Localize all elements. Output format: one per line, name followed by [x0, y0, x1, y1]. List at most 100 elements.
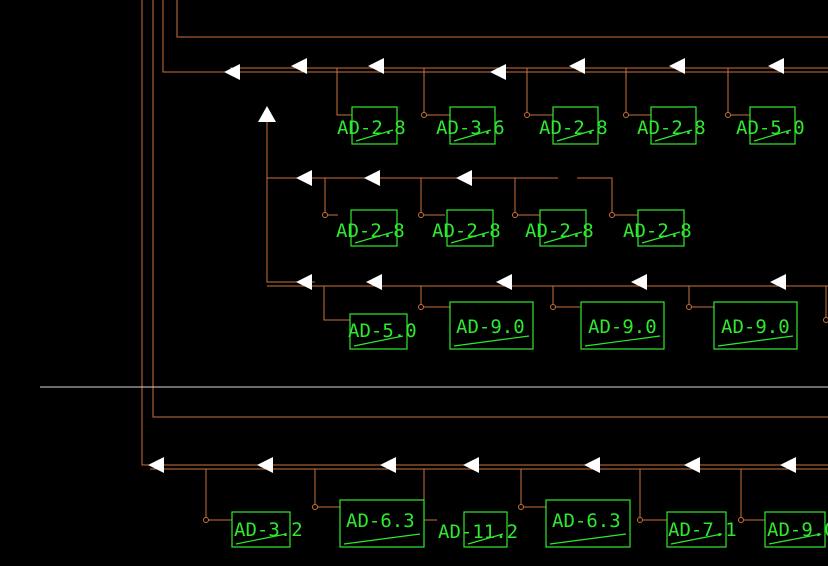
pipe-node: [623, 112, 629, 118]
unit-row-3: AD-5.0 AD-9.0 AD-9.0 AD-9.0: [348, 301, 798, 350]
flow-arrow-icon: [669, 58, 685, 74]
flow-arrow-icon: [780, 457, 796, 473]
unit-label: AD-2.8: [637, 117, 706, 139]
branch-row-2-main-b: [577, 177, 613, 215]
branch-row-1: [224, 58, 828, 118]
flow-arrow-icon: [380, 457, 396, 473]
drop-4-3: [423, 469, 437, 521]
unit-label: AD-2.8: [337, 117, 406, 139]
unit-label: AD-6.3: [552, 510, 621, 532]
drop-4-1: [205, 469, 232, 521]
pipe-node: [418, 212, 424, 218]
flow-arrow-icon: [368, 58, 384, 74]
pipe-node: [686, 304, 692, 310]
unit-label: AD-2.8: [336, 220, 405, 242]
branch-row-2: [267, 170, 638, 218]
unit-label: AD-3.2: [234, 519, 303, 541]
unit-label: AD-11.2: [438, 521, 518, 543]
riser: [258, 106, 315, 283]
indoor-unit[interactable]: AD-2.8: [637, 106, 706, 145]
pipe-node: [518, 504, 524, 510]
unit-label: AD-5.0: [348, 320, 417, 342]
unit-row-2: AD-2.8 AD-2.8 AD-2.8 AD-2.8: [336, 209, 692, 247]
drop-2-2: [420, 178, 445, 216]
drop-1-4: [625, 68, 651, 116]
flow-arrow-icon: [584, 457, 600, 473]
flow-arrow-icon: [770, 274, 786, 290]
drop-1-3: [526, 68, 553, 116]
pipe-node: [550, 304, 556, 310]
indoor-unit[interactable]: AD-9.0: [713, 301, 798, 350]
drop-2-1: [324, 178, 338, 216]
indoor-unit[interactable]: AD-3.6: [436, 106, 505, 145]
unit-label: AD-7.1: [668, 519, 737, 541]
drop-3-3: [552, 286, 580, 308]
pipe-node: [823, 317, 828, 323]
drop-4-2: [314, 469, 340, 508]
drop-3-2: [420, 286, 450, 308]
indoor-unit[interactable]: AD-2.8: [337, 106, 406, 145]
flow-arrow-icon: [456, 170, 472, 186]
trunk-line-outer-3: [152, 0, 828, 418]
pipe-node: [203, 517, 209, 523]
trunk-line-outer-2: [162, 0, 828, 73]
pipe-node: [524, 112, 530, 118]
indoor-unit[interactable]: AD-6.3: [339, 499, 425, 548]
drop-4-5: [639, 469, 667, 521]
unit-label: AD-6.3: [346, 510, 415, 532]
pipe-node: [421, 112, 427, 118]
unit-label: AD-2.8: [539, 117, 608, 139]
indoor-unit[interactable]: AD-3.2: [231, 511, 303, 548]
drop-1-2: [423, 68, 450, 116]
drop-2-3: [514, 178, 540, 216]
unit-row-1: AD-2.8 AD-3.6 AD-2.8 AD-2.8 AD-5.0: [337, 106, 805, 145]
indoor-unit[interactable]: AD-5.0: [348, 313, 417, 350]
flow-arrow-icon: [148, 457, 164, 473]
unit-label: AD-9.0: [588, 316, 657, 338]
unit-row-4: AD-3.2 AD-6.3 AD-11.2 AD-6.3 AD-7.1 AD-9…: [231, 499, 828, 548]
pipe-node: [312, 504, 318, 510]
indoor-unit[interactable]: AD-9.0: [449, 301, 534, 350]
drop-4-4: [520, 469, 546, 508]
flow-arrow-icon: [496, 274, 512, 290]
pipe-node: [609, 212, 615, 218]
indoor-unit[interactable]: AD-5.0: [736, 106, 805, 145]
unit-label: AD-9.0: [721, 316, 790, 338]
unit-label: AD-9.0: [767, 519, 828, 541]
flow-arrow-icon: [684, 457, 700, 473]
pipe-node: [322, 212, 328, 218]
indoor-unit[interactable]: AD-2.8: [539, 106, 608, 145]
unit-label: AD-9.0: [456, 316, 525, 338]
indoor-unit[interactable]: AD-11.2: [438, 511, 518, 548]
unit-label: AD-2.8: [432, 220, 501, 242]
drop-3-1: [323, 286, 350, 321]
indoor-unit[interactable]: AD-2.8: [525, 209, 594, 247]
drop-4-6: [740, 469, 765, 521]
pipe-node: [418, 304, 424, 310]
flow-arrow-icon: [224, 64, 240, 80]
indoor-unit[interactable]: AD-6.3: [545, 499, 631, 548]
flow-arrow-icon: [364, 170, 380, 186]
flow-arrow-up-icon: [258, 106, 276, 122]
drop-1-5: [727, 68, 750, 116]
indoor-unit[interactable]: AD-9.0: [764, 511, 828, 548]
indoor-unit[interactable]: AD-2.8: [336, 209, 405, 247]
flow-arrow-icon: [257, 457, 273, 473]
unit-label: AD-2.8: [623, 220, 692, 242]
branch-row-4: [148, 457, 828, 523]
unit-label: AD-2.8: [525, 220, 594, 242]
flow-arrow-icon: [569, 58, 585, 74]
indoor-unit[interactable]: AD-7.1: [666, 511, 737, 548]
flow-arrow-icon: [291, 58, 307, 74]
flow-arrow-icon: [463, 457, 479, 473]
branch-row-3: [267, 274, 828, 323]
indoor-unit[interactable]: AD-2.8: [432, 209, 501, 247]
indoor-unit[interactable]: AD-9.0: [580, 301, 665, 350]
flow-arrow-icon: [631, 274, 647, 290]
indoor-unit[interactable]: AD-2.8: [623, 209, 692, 247]
pipe-node: [637, 517, 643, 523]
flow-arrow-icon: [296, 274, 312, 290]
unit-label: AD-3.6: [436, 117, 505, 139]
flow-arrow-icon: [366, 274, 382, 290]
drop-1-1: [336, 68, 352, 116]
